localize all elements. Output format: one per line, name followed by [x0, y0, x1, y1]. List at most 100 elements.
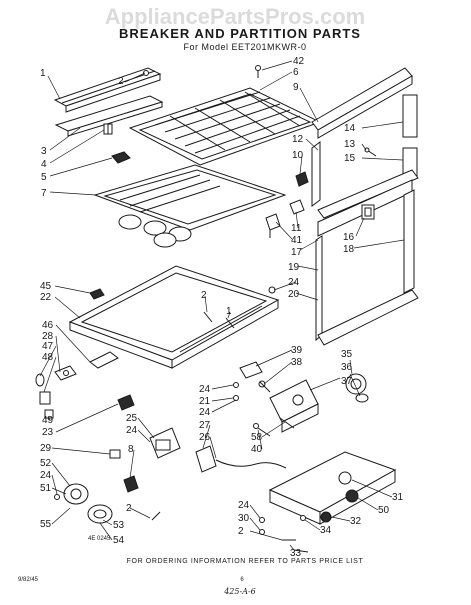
- screw-part-34: [300, 515, 306, 521]
- callout-2-bottom-b: 2: [238, 526, 244, 537]
- callout-2-tray: 2: [201, 290, 207, 301]
- callout-49: 49: [42, 415, 54, 426]
- callout-46: 46: [42, 320, 54, 331]
- handwritten-note: 425-A-6: [223, 587, 256, 596]
- deflector-frame-part-7: [93, 164, 287, 248]
- callout-58: 58: [251, 432, 263, 443]
- control-assembly-part-37: [269, 379, 319, 433]
- screws-part-2-bottom: [151, 511, 296, 541]
- callout-7: 7: [41, 188, 47, 199]
- callout-14: 14: [344, 123, 356, 134]
- callout-33: 33: [290, 548, 302, 559]
- callout-28: 28: [42, 331, 54, 342]
- slide-part-46: [89, 351, 119, 369]
- callout-29: 29: [40, 443, 52, 454]
- ordering-note: FOR ORDERING INFORMATION REFER TO PARTS …: [127, 558, 364, 565]
- screw-part-13: [364, 147, 377, 157]
- callout-13: 13: [344, 139, 356, 150]
- shelf-grille: [128, 87, 322, 166]
- clip-part-11: [289, 199, 305, 215]
- callout-8: 8: [128, 444, 134, 455]
- date-code: 9/82/45: [18, 577, 39, 583]
- callout-1-tray: 1: [226, 306, 232, 317]
- callout-35: 35: [341, 349, 353, 360]
- thermostat-part-51: [63, 483, 89, 505]
- callout-2: 2: [118, 76, 124, 87]
- callout-38: 38: [291, 357, 303, 368]
- callout-26: 26: [199, 432, 211, 443]
- callout-52: 52: [40, 458, 52, 469]
- callout-4: 4: [41, 159, 47, 170]
- callout-31: 31: [392, 492, 404, 503]
- knob-part-36: [355, 393, 369, 403]
- knob-part-50: [345, 489, 359, 503]
- screw-part-1-tray: [225, 317, 235, 329]
- callout-3: 3: [41, 146, 47, 157]
- callout-24-mid-b: 24: [199, 407, 211, 418]
- callout-21: 21: [199, 396, 211, 407]
- knob-part-35: [345, 373, 367, 395]
- callout-36: 36: [341, 362, 353, 373]
- callout-42: 42: [293, 56, 305, 67]
- clip-part-10: [295, 171, 309, 187]
- callout-19: 19: [288, 262, 300, 273]
- callout-5: 5: [41, 172, 47, 183]
- relay-part-25: [149, 427, 181, 459]
- clip-part-29: [109, 449, 121, 459]
- callout-45: 45: [40, 281, 52, 292]
- callout-27: 27: [199, 420, 211, 431]
- clip-part-4: [103, 123, 113, 135]
- breaker-strip-part-1: [53, 67, 162, 113]
- callout-6: 6: [293, 67, 299, 78]
- callout-40: 40: [251, 444, 263, 455]
- callout-47: 47: [42, 341, 54, 352]
- callout-55: 55: [40, 519, 52, 530]
- callout-24: 24: [288, 277, 300, 288]
- callout-24-bottom-left: 24: [40, 470, 52, 481]
- screw-part-58: [279, 417, 295, 429]
- callout-9: 9: [293, 82, 299, 93]
- model-subtitle: For Model EET201MKWR-0: [183, 42, 306, 52]
- callout-numbers: 1 2 3 4 5 7 42 6 9 14 13 15 12 10 11 41 …: [40, 56, 404, 559]
- callout-53: 53: [113, 520, 125, 531]
- callout-18: 18: [343, 244, 355, 255]
- screw-part-40: [253, 423, 271, 437]
- bracket-part-39: [239, 361, 263, 379]
- lamp-part-28: [54, 365, 77, 381]
- harness-part-8: [123, 475, 139, 493]
- callout-39: 39: [291, 345, 303, 356]
- callout-24-bottom: 24: [238, 500, 250, 511]
- tray-clip-part-45: [89, 288, 105, 300]
- reference-code: 4E 0245: [88, 536, 111, 542]
- callout-34: 34: [320, 525, 332, 536]
- breaker-strip-part-3: [54, 95, 164, 137]
- callout-17: 17: [291, 247, 303, 258]
- knob-part-32: [320, 511, 332, 523]
- callout-24-relay: 24: [126, 425, 138, 436]
- block-part-5: [111, 151, 131, 164]
- callout-11: 11: [291, 223, 302, 234]
- socket-part-48: [39, 391, 51, 405]
- callout-15: 15: [344, 153, 356, 164]
- partition-side-part-12: [311, 141, 321, 207]
- screw-part-24-bottom-left: [54, 494, 60, 500]
- partition-rail: [317, 169, 419, 219]
- callout-10: 10: [292, 150, 304, 161]
- control-cover-part-31: [268, 451, 397, 525]
- callout-48: 48: [42, 352, 54, 363]
- switch-part-16: [361, 204, 375, 220]
- partition-frame-part-9: [311, 67, 413, 139]
- bulb-part-47: [35, 373, 45, 387]
- callout-50: 50: [378, 505, 390, 516]
- spring-part-38: [258, 380, 271, 393]
- callout-1: 1: [40, 68, 46, 79]
- callout-25: 25: [126, 413, 138, 424]
- screw-part-33: [293, 549, 309, 553]
- screw-part-30: [259, 517, 265, 535]
- callout-32: 32: [350, 516, 362, 527]
- callout-54: 54: [113, 535, 125, 546]
- callout-2-bottom-a: 2: [126, 503, 132, 514]
- wire-part-26: [215, 459, 287, 469]
- diagram-title: BREAKER AND PARTITION PARTS: [119, 26, 361, 41]
